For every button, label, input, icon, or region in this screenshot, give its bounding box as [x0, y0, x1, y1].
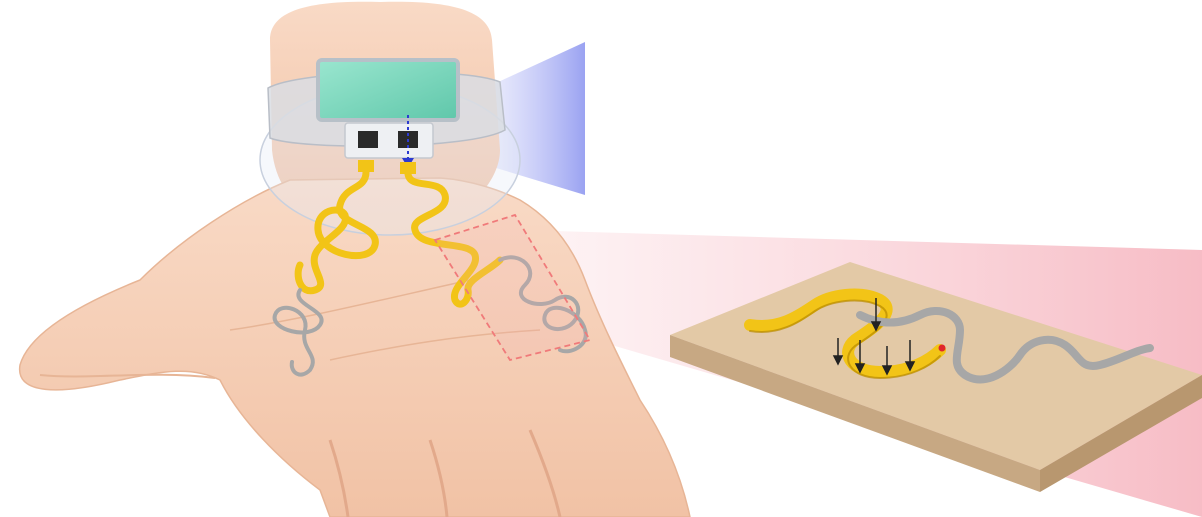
red-marker [939, 345, 946, 352]
chip-pad-left [358, 131, 378, 148]
display-panel [318, 60, 458, 120]
